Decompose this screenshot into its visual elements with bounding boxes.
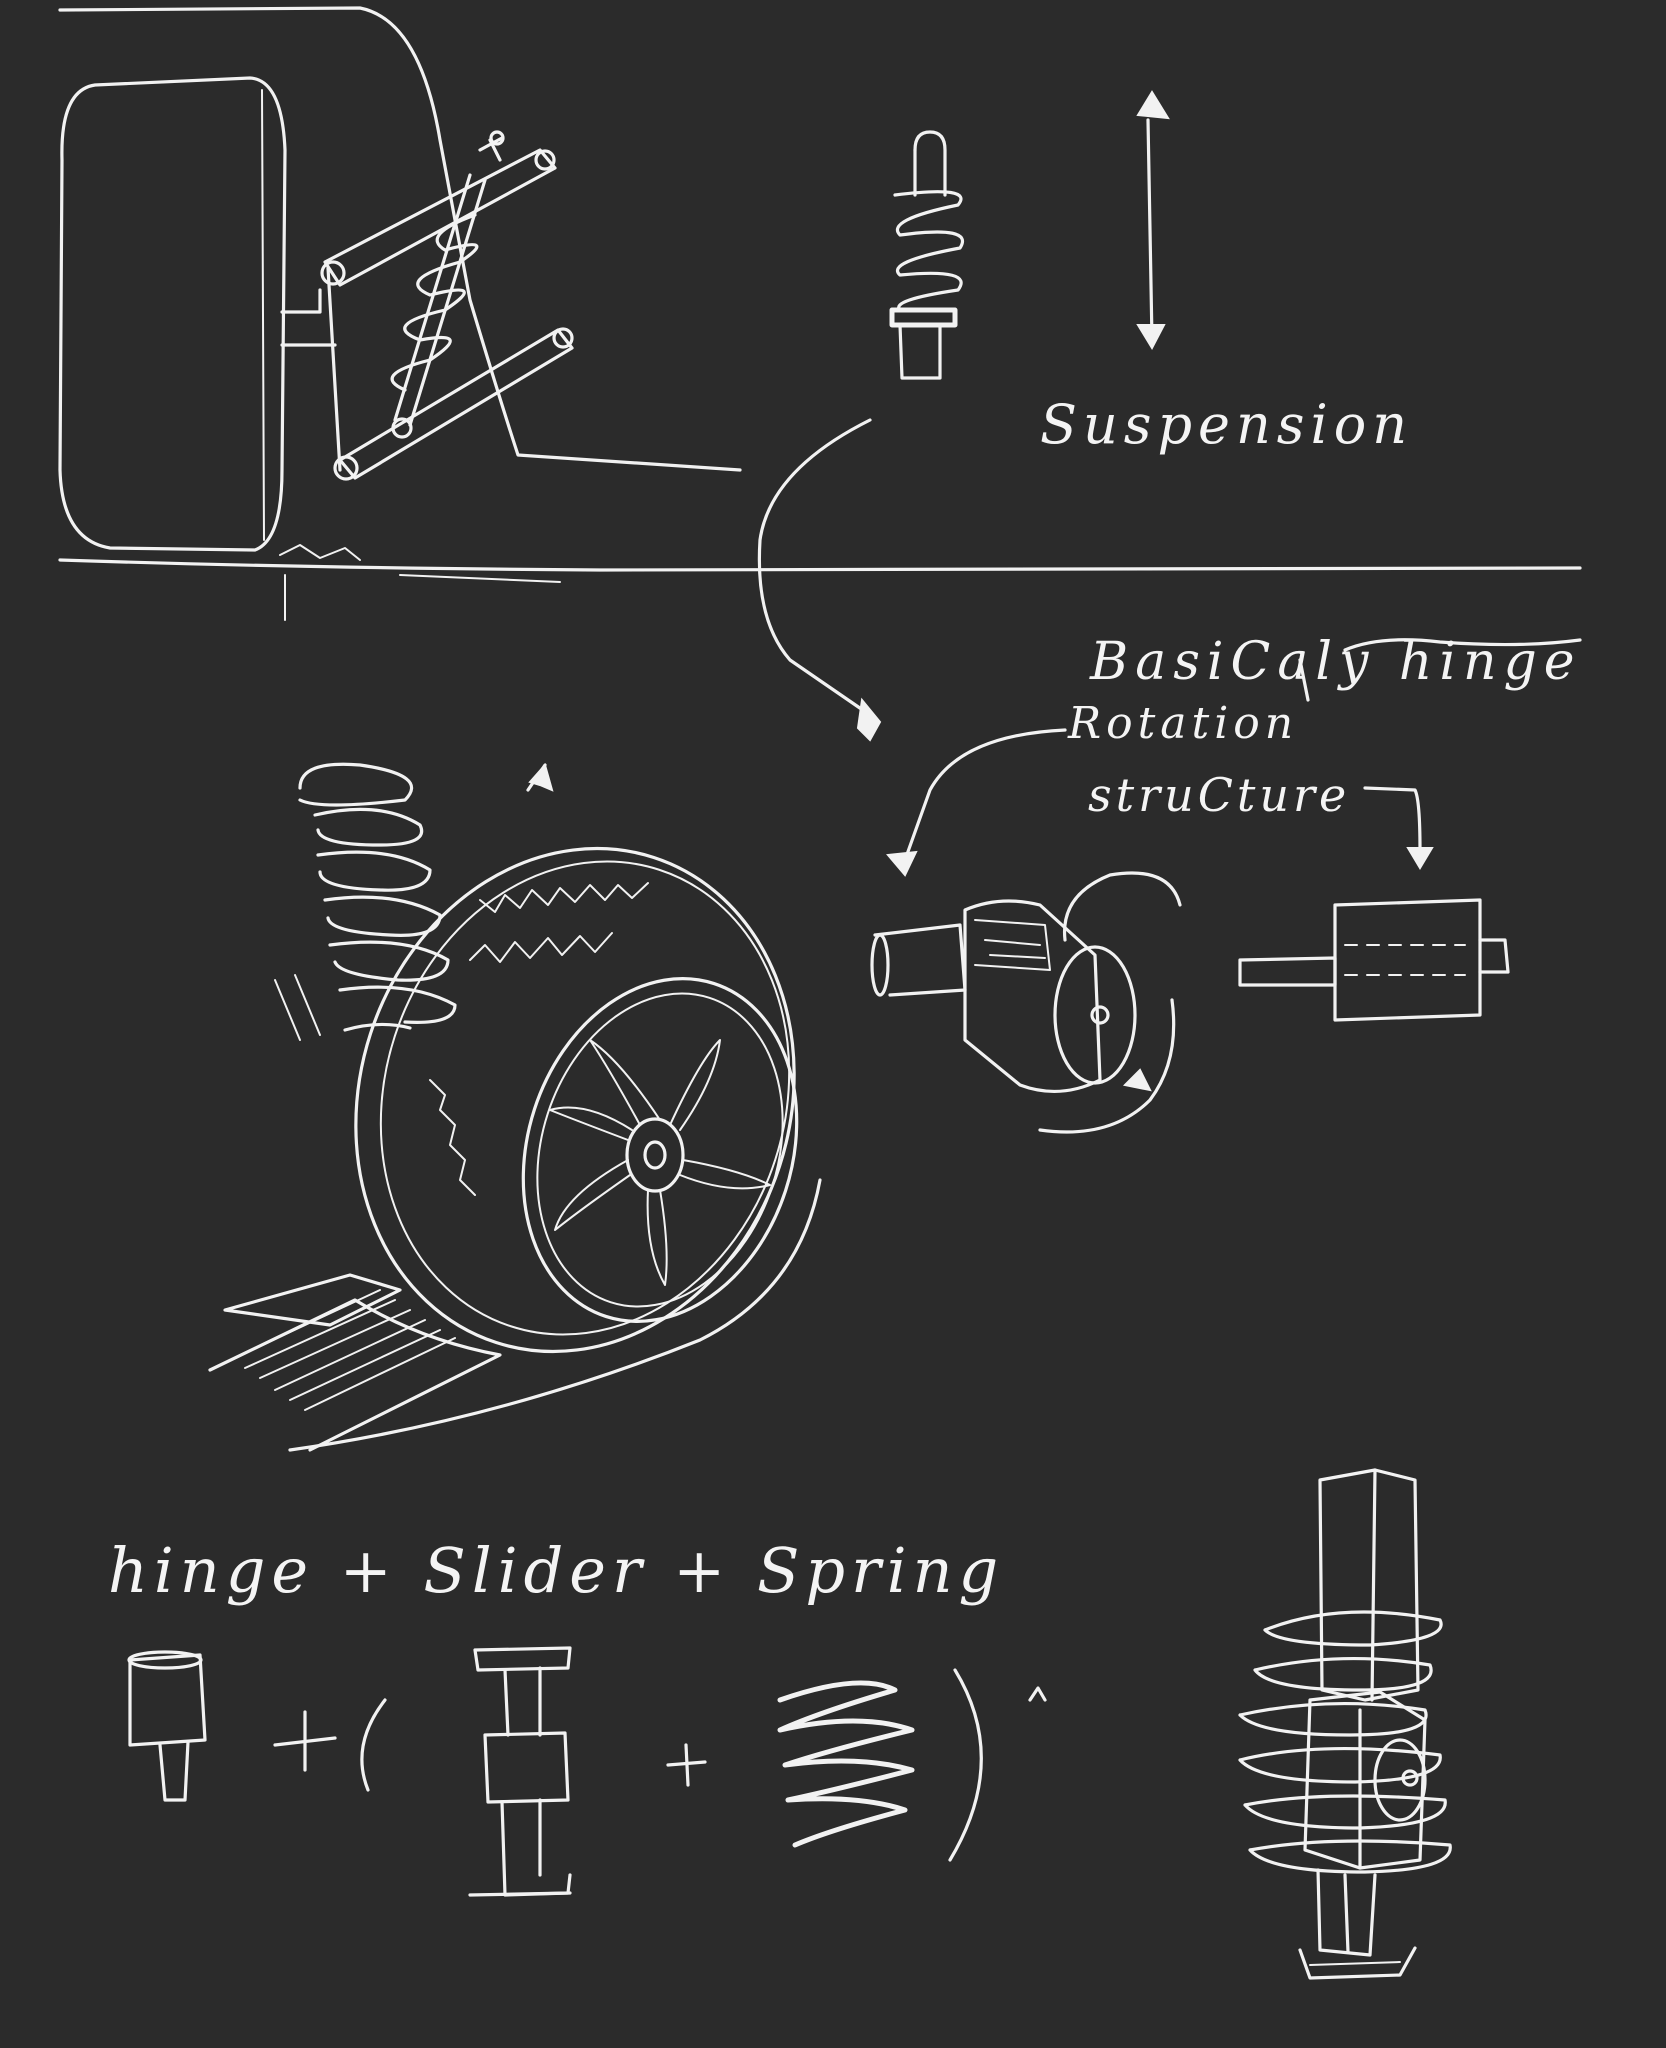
assembled-coilover-sketch <box>1238 1468 1452 1980</box>
formula-plus <box>666 1743 707 1787</box>
label-basically-hinge: BasiCaly hinge <box>1090 632 1582 692</box>
formula-plus-paren <box>273 1698 387 1792</box>
label-rotation: Rotation <box>1068 698 1299 749</box>
label-structure: struCture <box>1088 768 1351 822</box>
label-suspension: Suspension <box>1040 393 1414 456</box>
hinge-pointer <box>1298 658 1310 702</box>
rotation-arrow <box>886 728 1067 877</box>
block-hinge-sketch <box>1238 898 1510 1022</box>
structure-arrow <box>1363 786 1434 870</box>
curved-arrow <box>757 418 882 742</box>
formula-spring-icon <box>777 1668 1047 1862</box>
vertical-double-arrow <box>1136 90 1170 351</box>
hinge-underline <box>1343 638 1582 652</box>
label-formula: hinge + Slider + Spring <box>108 1534 1005 1607</box>
coil-spring-sketch <box>298 762 457 1032</box>
formula-hinge-icon <box>127 1650 207 1802</box>
formula-slider-icon <box>468 1646 572 1897</box>
shock-absorber-sketch <box>889 130 964 380</box>
small-arrow-stroke <box>526 763 547 792</box>
hinge-cylinder-sketch <box>870 871 1182 1134</box>
tire-sketch <box>208 846 822 1452</box>
car-suspension-sketch <box>58 6 1582 621</box>
